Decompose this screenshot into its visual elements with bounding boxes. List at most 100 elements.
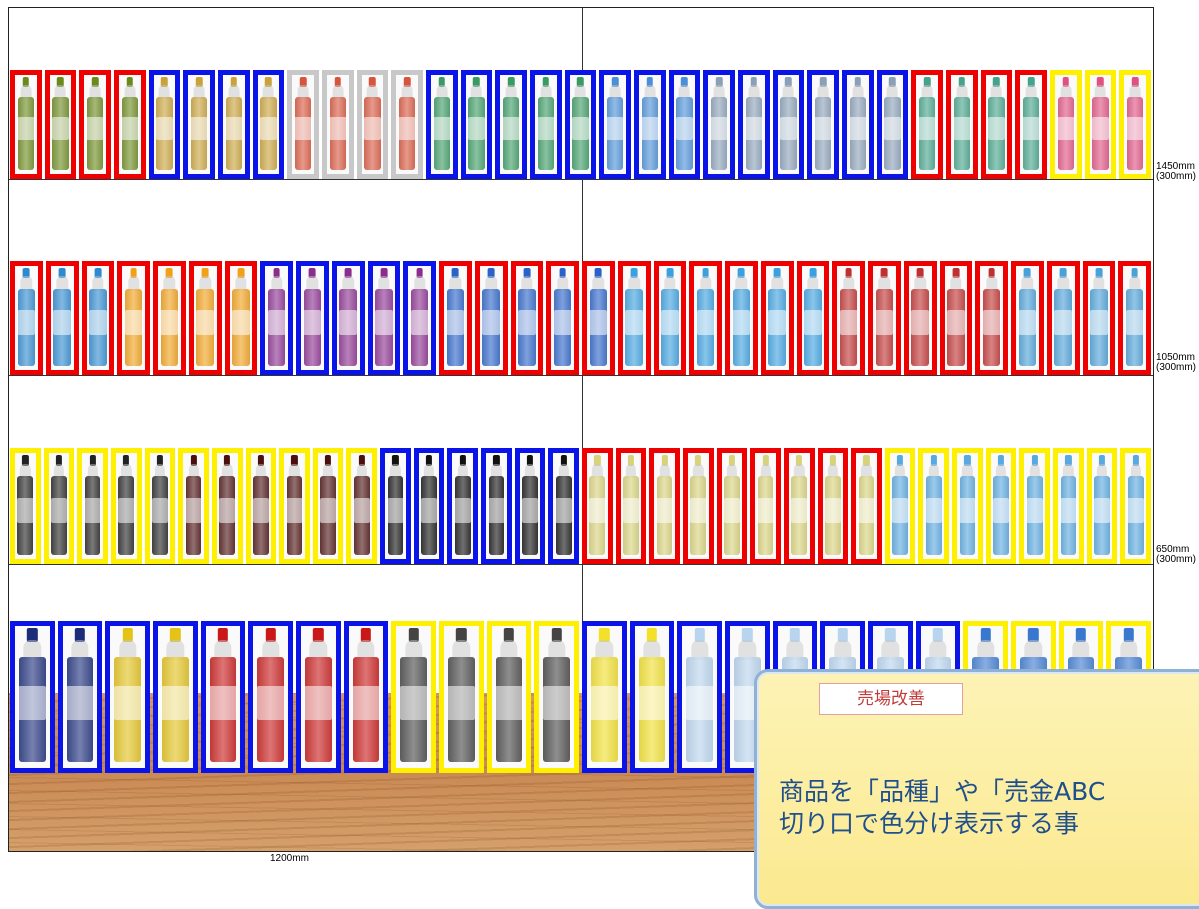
product-facing-coca-cola-zero-bottle[interactable] bbox=[481, 448, 512, 564]
product-facing-lemon-water-bottle[interactable] bbox=[851, 448, 882, 564]
product-facing-pepsi-nex-bottle[interactable] bbox=[77, 448, 108, 564]
product-facing-lemon-large-bottle[interactable] bbox=[629, 621, 675, 773]
product-facing-lemon-water-bottle[interactable] bbox=[750, 448, 781, 564]
product-facing-golden-tea-bottle[interactable] bbox=[218, 70, 250, 179]
product-facing-green-tea-bottle[interactable] bbox=[44, 70, 77, 179]
product-facing-pepsi-nex-bottle[interactable] bbox=[43, 448, 75, 564]
product-facing-sports-water-bottle[interactable] bbox=[668, 70, 701, 179]
product-facing-coca-cola-bottle[interactable] bbox=[178, 448, 209, 564]
product-facing-unin-value-bottle[interactable] bbox=[975, 261, 1008, 375]
product-facing-lemon-water-bottle[interactable] bbox=[783, 448, 815, 564]
product-facing-unin-value-bottle[interactable] bbox=[868, 261, 901, 375]
product-facing-alkaline-water-bottle[interactable] bbox=[911, 70, 943, 179]
product-facing-coca-cola-large-bottle[interactable] bbox=[248, 621, 293, 773]
product-facing-coca-cola-bottle[interactable] bbox=[211, 448, 243, 564]
product-facing-lemon-water-bottle[interactable] bbox=[817, 448, 849, 564]
product-facing-fanta-orange-bottle[interactable] bbox=[117, 261, 150, 375]
product-facing-golden-tea-bottle[interactable] bbox=[252, 70, 285, 179]
product-facing-red-tea-bottle[interactable] bbox=[391, 70, 423, 179]
product-facing-coca-cola-zero-bottle[interactable] bbox=[380, 448, 411, 564]
product-facing-evian-bottle[interactable] bbox=[1050, 70, 1082, 179]
product-facing-fanta-grape-bottle[interactable] bbox=[331, 261, 365, 375]
product-facing-water-bottle-blue[interactable] bbox=[760, 261, 794, 375]
product-facing-pepsi-special-bottle[interactable] bbox=[153, 621, 198, 773]
product-facing-pepsi-special-bottle[interactable] bbox=[105, 621, 150, 773]
product-facing-coca-cola-bottle[interactable] bbox=[279, 448, 310, 564]
product-facing-lemon-water-bottle[interactable] bbox=[716, 448, 748, 564]
product-facing-i-lohas-bottle[interactable] bbox=[1011, 261, 1044, 375]
product-facing-pepsi-large-bottle[interactable] bbox=[57, 621, 103, 773]
product-facing-pepsi-nex-bottle[interactable] bbox=[10, 448, 41, 564]
product-facing-aquarius-bottle[interactable] bbox=[1053, 448, 1084, 564]
product-facing-coca-cola-bottle[interactable] bbox=[312, 448, 344, 564]
product-facing-coca-cola-zero-bottle[interactable] bbox=[413, 448, 445, 564]
product-facing-calpis-soda-bottle[interactable] bbox=[439, 261, 472, 375]
product-facing-evian-bottle[interactable] bbox=[1119, 70, 1151, 179]
product-facing-water-bottle-green[interactable] bbox=[495, 70, 527, 179]
product-facing-coca-cola-bottle[interactable] bbox=[245, 448, 277, 564]
product-facing-red-tea-bottle[interactable] bbox=[322, 70, 354, 179]
product-facing-aquarius-large-bottle[interactable] bbox=[677, 621, 722, 773]
product-facing-fanta-grape-bottle[interactable] bbox=[403, 261, 436, 375]
product-facing-coca-cola-zero-bottle[interactable] bbox=[548, 448, 579, 564]
product-facing-fanta-grape-bottle[interactable] bbox=[367, 261, 401, 375]
product-facing-i-lohas-bottle[interactable] bbox=[1082, 261, 1116, 375]
product-facing-lemon-large-bottle[interactable] bbox=[582, 621, 627, 773]
product-facing-coca-cola-bottle[interactable] bbox=[346, 448, 378, 564]
product-facing-water-bottle-blue[interactable] bbox=[796, 261, 830, 375]
product-facing-unin-value-bottle[interactable] bbox=[939, 261, 973, 375]
product-facing-pepsi-nex-bottle[interactable] bbox=[144, 448, 176, 564]
product-facing-evian-bottle[interactable] bbox=[1084, 70, 1117, 179]
product-facing-coca-cola-zero-large-bottle[interactable] bbox=[439, 621, 484, 773]
product-facing-fanta-orange-bottle[interactable] bbox=[188, 261, 222, 375]
product-facing-coca-cola-large-bottle[interactable] bbox=[200, 621, 246, 773]
product-facing-pepsi-nex-bottle[interactable] bbox=[110, 448, 142, 564]
product-facing-aquarius-bottle[interactable] bbox=[952, 448, 983, 564]
product-facing-water-bottle-green[interactable] bbox=[460, 70, 493, 179]
product-facing-water-bottle-green[interactable] bbox=[426, 70, 458, 179]
product-facing-coca-cola-zero-large-bottle[interactable] bbox=[486, 621, 532, 773]
product-facing-sports-water-bottle[interactable] bbox=[634, 70, 666, 179]
product-facing-green-tea-bottle[interactable] bbox=[114, 70, 146, 179]
product-facing-mineral-water-bottle[interactable] bbox=[807, 70, 839, 179]
product-facing-i-lohas-bottle[interactable] bbox=[1118, 261, 1151, 375]
product-facing-lemon-water-bottle[interactable] bbox=[582, 448, 613, 564]
product-facing-water-bottle-green[interactable] bbox=[530, 70, 562, 179]
product-facing-unin-value-bottle[interactable] bbox=[832, 261, 865, 375]
product-facing-mineral-water-bottle[interactable] bbox=[772, 70, 805, 179]
product-facing-aquarius-bottle[interactable] bbox=[1120, 448, 1151, 564]
product-facing-calpis-soda-bottle[interactable] bbox=[510, 261, 544, 375]
product-facing-water-bottle-blue[interactable] bbox=[725, 261, 758, 375]
product-facing-water-bottle-blue[interactable] bbox=[689, 261, 722, 375]
product-facing-pepsi-large-bottle[interactable] bbox=[10, 621, 55, 773]
product-facing-unin-value-bottle[interactable] bbox=[903, 261, 937, 375]
product-facing-i-lohas-bottle[interactable] bbox=[1046, 261, 1080, 375]
product-facing-ccl-lemon-bottle[interactable] bbox=[81, 261, 115, 375]
product-facing-coca-cola-large-bottle[interactable] bbox=[296, 621, 341, 773]
product-facing-mineral-water-bottle[interactable] bbox=[738, 70, 770, 179]
product-facing-water-bottle-blue[interactable] bbox=[653, 261, 687, 375]
product-facing-aquarius-bottle[interactable] bbox=[884, 448, 916, 564]
product-facing-coca-cola-zero-large-bottle[interactable] bbox=[391, 621, 436, 773]
product-facing-green-tea-bottle[interactable] bbox=[10, 70, 42, 179]
product-facing-ccl-lemon-bottle[interactable] bbox=[45, 261, 79, 375]
product-facing-coca-cola-large-bottle[interactable] bbox=[343, 621, 389, 773]
product-facing-red-tea-bottle[interactable] bbox=[356, 70, 389, 179]
product-facing-ccl-lemon-bottle[interactable] bbox=[10, 261, 43, 375]
product-facing-mineral-water-bottle[interactable] bbox=[842, 70, 874, 179]
product-facing-coca-cola-zero-bottle[interactable] bbox=[514, 448, 546, 564]
product-facing-aquarius-bottle[interactable] bbox=[985, 448, 1017, 564]
product-facing-lemon-water-bottle[interactable] bbox=[615, 448, 647, 564]
product-facing-golden-tea-bottle[interactable] bbox=[148, 70, 181, 179]
product-facing-aquarius-bottle[interactable] bbox=[1086, 448, 1118, 564]
product-facing-lemon-water-bottle[interactable] bbox=[682, 448, 714, 564]
product-facing-alkaline-water-bottle[interactable] bbox=[946, 70, 978, 179]
product-facing-coca-cola-zero-bottle[interactable] bbox=[447, 448, 479, 564]
product-facing-alkaline-water-bottle[interactable] bbox=[1015, 70, 1047, 179]
product-facing-calpis-soda-bottle[interactable] bbox=[474, 261, 508, 375]
product-facing-fanta-orange-bottle[interactable] bbox=[224, 261, 258, 375]
product-facing-aquarius-bottle[interactable] bbox=[918, 448, 950, 564]
product-facing-fanta-orange-bottle[interactable] bbox=[153, 261, 186, 375]
product-facing-mineral-water-bottle[interactable] bbox=[703, 70, 735, 179]
product-facing-fanta-grape-bottle[interactable] bbox=[296, 261, 329, 375]
